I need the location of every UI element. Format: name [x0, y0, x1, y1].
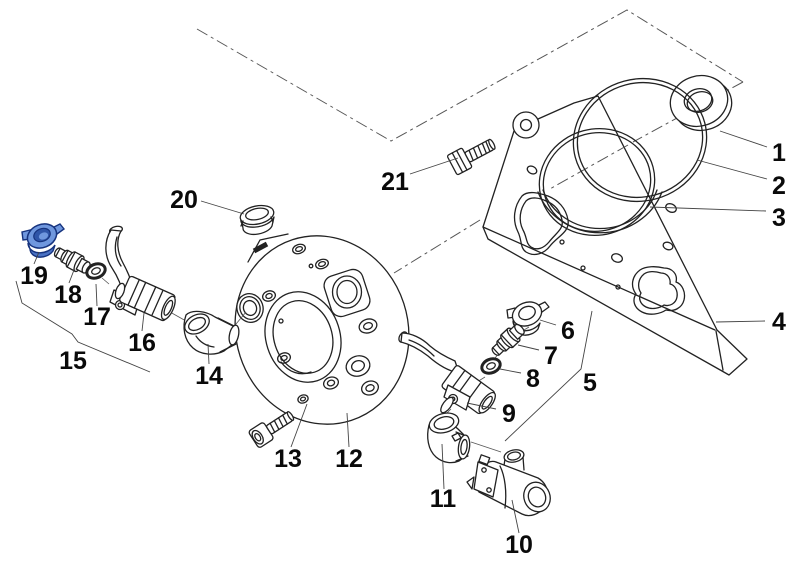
part-2-oring-drawing: [572, 77, 708, 203]
part-14-elbow-drawing: [183, 310, 240, 355]
part-label-19[interactable]: 19: [20, 262, 48, 290]
part-10-valve-body-drawing: [466, 449, 551, 517]
part-label-18[interactable]: 18: [54, 281, 82, 309]
part-9-ball-valve-drawing: [398, 331, 496, 415]
leader-lines: [15, 130, 768, 534]
part-13-screw-drawing: [248, 411, 295, 448]
part-label-11[interactable]: 11: [430, 485, 457, 513]
part-label-1[interactable]: 1: [772, 139, 786, 167]
part-label-21[interactable]: 21: [381, 168, 409, 196]
part-label-10[interactable]: 10: [505, 531, 533, 559]
part-label-9[interactable]: 9: [502, 400, 516, 428]
part-11-elbow-drawing: [427, 412, 471, 464]
part-label-4[interactable]: 4: [772, 308, 786, 336]
part-label-7[interactable]: 7: [544, 342, 558, 370]
part-label-15[interactable]: 15: [59, 347, 87, 375]
part-17-washer-drawing: [85, 262, 107, 280]
part-label-6[interactable]: 6: [561, 317, 575, 345]
part-1-seal-drawing: [669, 74, 733, 132]
part-7-barb-drawing: [491, 323, 525, 356]
part-label-14[interactable]: 14: [195, 362, 223, 390]
part-21-bolt-drawing: [446, 138, 496, 176]
part-8-washer-drawing: [480, 357, 502, 375]
part-16-ball-valve-drawing: [105, 225, 176, 322]
part-20-cap-drawing: [239, 204, 275, 236]
part-19-swivel-nut-drawing: [21, 223, 66, 258]
part-label-8[interactable]: 8: [526, 365, 540, 393]
part-label-13[interactable]: 13: [274, 445, 302, 473]
part-label-12[interactable]: 12: [335, 445, 363, 473]
part-label-2[interactable]: 2: [772, 172, 786, 200]
part-label-17[interactable]: 17: [83, 303, 111, 331]
part-18-barb-drawing: [53, 247, 91, 274]
part-3-oring-drawing: [538, 128, 656, 236]
part-callouts: 1 2 3 4 5 6 7 8 9 10 11 12 13 14 15 16 1…: [20, 139, 786, 559]
part-12-flange-drawing: [234, 233, 410, 425]
part-label-16[interactable]: 16: [128, 329, 156, 357]
part-label-20[interactable]: 20: [170, 186, 198, 214]
part-label-3[interactable]: 3: [772, 204, 786, 232]
part-label-5[interactable]: 5: [583, 369, 597, 397]
